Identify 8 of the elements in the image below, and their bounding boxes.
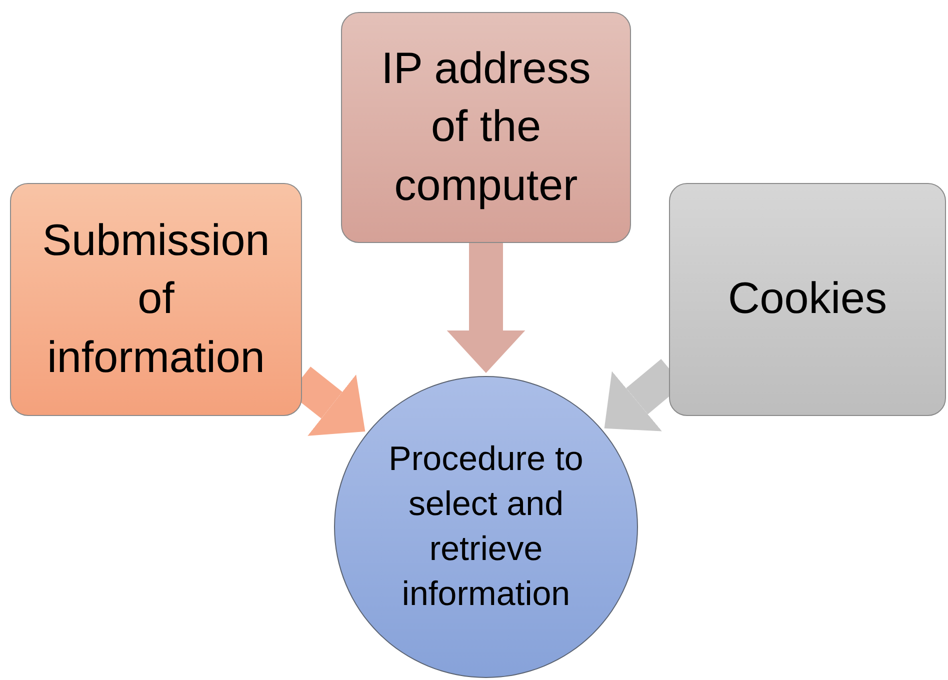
node-label: Cookies (728, 273, 887, 326)
arrow (446, 243, 526, 373)
process-box (669, 183, 946, 416)
process-box (341, 12, 631, 243)
process-box (10, 183, 302, 416)
node-label: IP address of the computer (380, 43, 592, 212)
node-label: Procedure to select and retrieve information (388, 439, 584, 615)
node-label: Submission of information (41, 215, 271, 384)
